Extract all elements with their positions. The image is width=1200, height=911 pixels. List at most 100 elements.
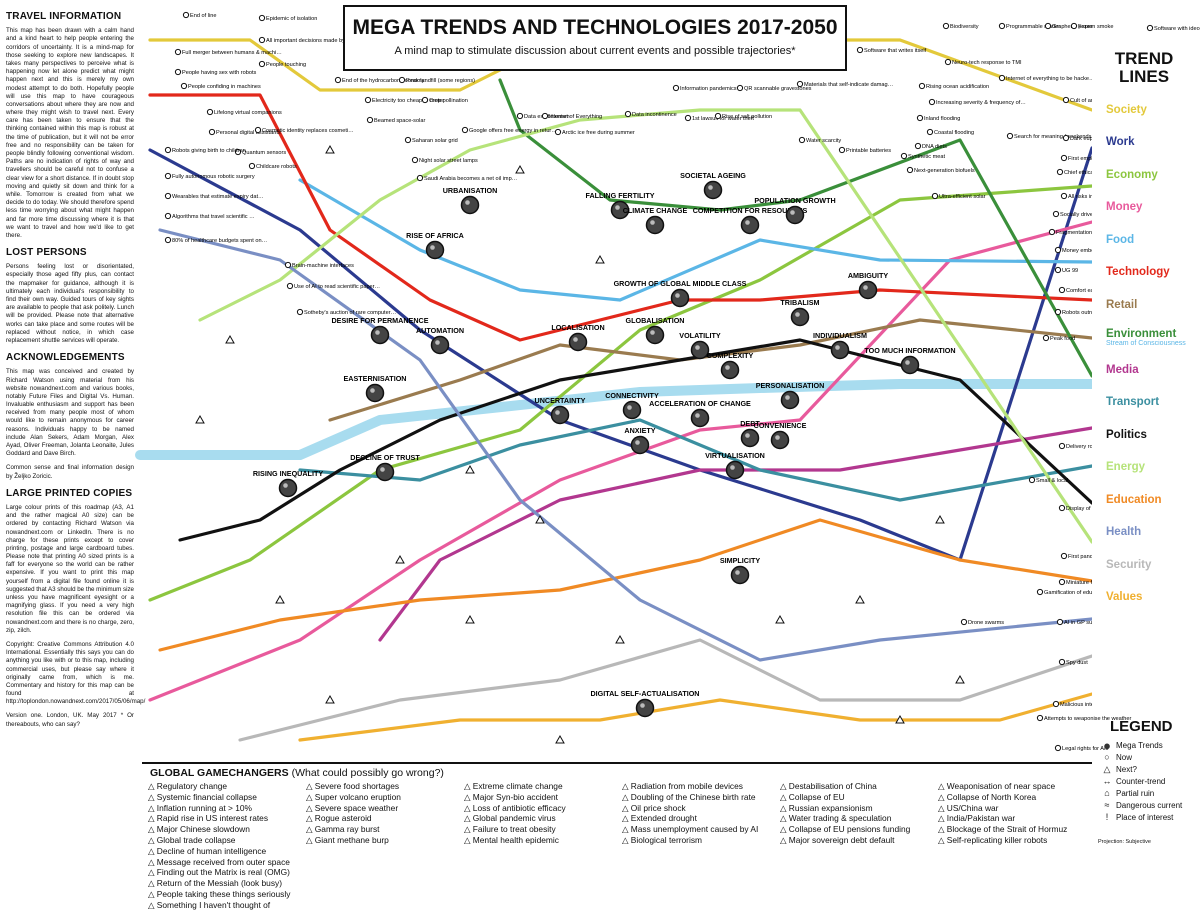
legend-label: Place of interest: [1116, 812, 1174, 822]
station-marker: [1054, 744, 1062, 752]
security-trend-line: [238, 638, 1094, 742]
mega-trend-icon: ●: [1103, 737, 1111, 753]
station-marker: [624, 110, 632, 118]
station-label: Robots giving birth to children: [172, 148, 246, 154]
station-marker: [334, 76, 342, 84]
station-marker: [174, 68, 182, 76]
left-panel-paragraph: Version one. London, UK. May 2017 * Or t…: [6, 712, 134, 728]
station-label: End of line: [190, 13, 216, 19]
mega-trend-label: CONNECTIVITY: [605, 391, 659, 400]
next-triangle-icon: [195, 414, 205, 424]
gamechanger-item: Self-replicating killer robots: [938, 835, 1096, 846]
trend-line-item: Money: [1092, 191, 1196, 224]
mega-trend-label: CONVENIENCE: [754, 421, 807, 430]
title-box: MEGA TRENDS AND TECHNOLOGIES 2017-2050 A…: [343, 5, 847, 71]
trend-line-item: Energy: [1092, 451, 1196, 484]
trend-line-item: Society: [1092, 94, 1196, 127]
mega-trend-station: [730, 565, 750, 585]
next-triangle-icon: [515, 164, 525, 174]
station-label: Attempts to weaponise the weather: [1044, 716, 1132, 722]
gamechanger-item: Regulatory change: [148, 781, 306, 792]
left-panel-paragraph: Common sense and final information desig…: [6, 464, 134, 480]
station-marker: [254, 126, 262, 134]
mega-trend-highlight: [635, 440, 640, 445]
mega-trend-station: [690, 340, 710, 360]
mega-trend-highlight: [708, 185, 713, 190]
mega-trend-station: [645, 215, 665, 235]
mega-trend-station: [430, 335, 450, 355]
station-marker: [1036, 588, 1044, 596]
station-label: Programmable matter: [1006, 24, 1060, 30]
mega-trend-station: [785, 205, 805, 225]
station-label: People having sex with robots: [182, 70, 257, 76]
station-marker: [541, 112, 549, 120]
next-triangle-icon: [855, 594, 865, 604]
next-icon: △: [1103, 763, 1111, 774]
station-label: Quantum sensors: [242, 150, 286, 156]
mega-trend-label: DECLINE OF TRUST: [350, 453, 420, 462]
station-label: Delivery robots: [1066, 444, 1104, 450]
mega-trend-highlight: [790, 210, 795, 215]
mega-trend-label: DESIRE FOR PERMANENCE: [331, 316, 428, 325]
station-marker: [1056, 618, 1064, 626]
stream-of-consciousness-river: [135, 379, 1097, 460]
gamechanger-item: Destabilisation of China: [780, 781, 938, 792]
mega-trend-highlight: [725, 365, 730, 370]
gamechanger-item: Systemic financial collapse: [148, 792, 306, 803]
station-label: Data incontinence: [632, 112, 677, 118]
station-marker: [918, 82, 926, 90]
station-label: Printable batteries: [846, 148, 891, 154]
gamechanger-item: Failure to treat obesity: [464, 824, 622, 835]
trend-line-label: Food: [1106, 233, 1135, 246]
mega-trend-highlight: [785, 395, 790, 400]
station-marker: [258, 60, 266, 68]
station-label: Brain-machine interfaces: [292, 263, 354, 269]
health-trend-line: [158, 228, 1094, 662]
trend-line-label: Environment: [1106, 327, 1177, 340]
station-marker: [1058, 504, 1066, 512]
mega-trend-highlight: [735, 570, 740, 575]
mega-trend-station: [740, 215, 760, 235]
station-label: Coastal flooding: [934, 130, 974, 136]
gamechanger-item: Mass unemployment caused by AI: [622, 824, 780, 835]
gamechanger-item: Message received from outer space: [148, 857, 306, 868]
legend-label: Next?: [1116, 764, 1137, 774]
trend-line-label: Transport: [1106, 396, 1160, 409]
legend-item: ●Mega Trends: [1098, 737, 1198, 753]
station-marker: [416, 174, 424, 182]
station-marker: [366, 116, 374, 124]
mega-trend-highlight: [627, 405, 632, 410]
station-marker: [900, 152, 908, 160]
station-marker: [914, 142, 922, 150]
mega-trend-label: AUTOMATION: [416, 326, 464, 335]
left-panel-heading: TRAVEL INFORMATION: [6, 11, 122, 22]
mega-trend-station: [770, 430, 790, 450]
gamechanger-item: Extended drought: [622, 813, 780, 824]
mega-trend-highlight: [863, 285, 868, 290]
station-label: Inland flooding: [924, 116, 960, 122]
station-label: Chief ethical officer: [1064, 170, 1112, 176]
mega-trend-station: [900, 355, 920, 375]
mega-trend-label: RISE OF AFRICA: [406, 231, 464, 240]
station-marker: [1062, 134, 1070, 142]
gamechanger-item: Radiation from mobile devices: [622, 781, 780, 792]
station-marker: [796, 80, 804, 88]
station-marker: [856, 46, 864, 54]
legend-label: Counter-trend: [1116, 776, 1166, 786]
station-marker: [421, 96, 429, 104]
trend-line-item: Politics: [1092, 419, 1196, 452]
legend-list: ●Mega Trends○Now△Next?↔Counter-trend⌂Par…: [1098, 737, 1198, 823]
gamechanger-item: People taking these things seriously: [148, 889, 306, 900]
trend-line-item: Food: [1092, 224, 1196, 257]
station-label: Frozen smoke: [1078, 24, 1113, 30]
station-label: Next-generation biofuels: [914, 168, 975, 174]
station-marker: [916, 114, 924, 122]
station-marker: [234, 148, 242, 156]
station-label: Peak food: [1050, 336, 1075, 342]
mega-trend-label: GROWTH OF GLOBAL MIDDLE CLASS: [614, 279, 747, 288]
trend-line-item: Retail: [1092, 289, 1196, 322]
station-marker: [906, 166, 914, 174]
mega-trend-station: [740, 428, 760, 448]
